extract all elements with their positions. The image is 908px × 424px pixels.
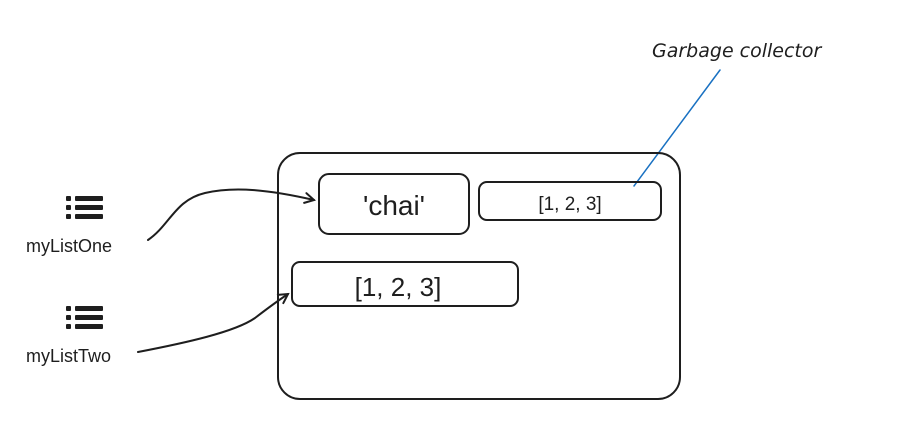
list-icon bbox=[66, 306, 103, 329]
my-list-two-label: myListTwo bbox=[26, 346, 111, 366]
my-list-two-arrow bbox=[137, 294, 288, 353]
list-value: [1, 2, 3] bbox=[355, 272, 442, 302]
garbage-collector-pointer bbox=[633, 69, 721, 187]
my-list-one-arrow bbox=[147, 188, 314, 241]
garbage-collector-label: Garbage collector bbox=[652, 40, 823, 62]
orphan-list-value: [1, 2, 3] bbox=[538, 194, 601, 215]
memory-heap-box bbox=[277, 152, 681, 400]
list-icon bbox=[66, 196, 103, 219]
chai-string-box bbox=[318, 173, 470, 235]
my-list-one-label: myListOne bbox=[26, 236, 112, 256]
list-box bbox=[291, 261, 519, 307]
orphan-list-box bbox=[478, 181, 662, 221]
chai-string-value: 'chai' bbox=[363, 190, 425, 221]
